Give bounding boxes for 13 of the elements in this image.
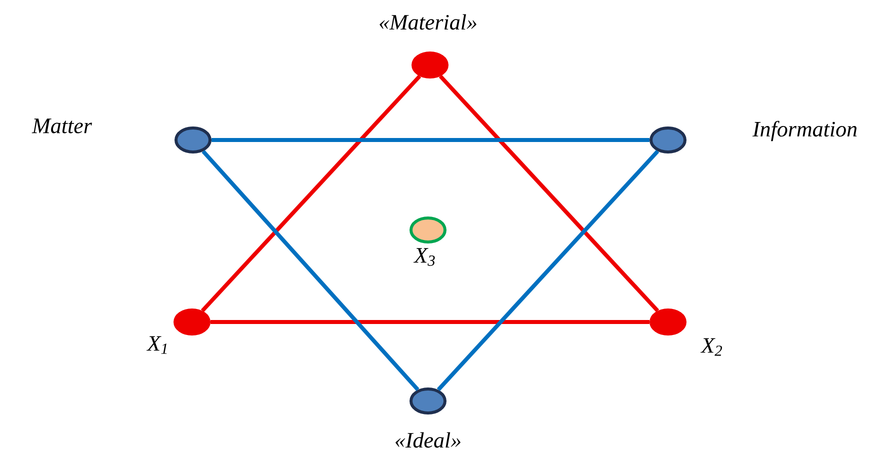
node-label: X$_{3}$ — [413, 248, 435, 266]
connector-line — [210, 320, 650, 324]
node-label: X$_{2}$ — [700, 338, 722, 356]
node-label: «Material» — [380, 14, 476, 30]
node-label: Information — [752, 120, 857, 142]
connector-line — [436, 150, 660, 392]
connector-line — [202, 150, 420, 392]
connector-line — [212, 138, 650, 142]
connector-line — [200, 74, 422, 312]
node-label: Matter — [32, 118, 92, 134]
node-label: «Ideal» — [396, 432, 460, 448]
node-label: X$_{1}$ — [146, 336, 167, 354]
connector-line — [438, 74, 660, 312]
